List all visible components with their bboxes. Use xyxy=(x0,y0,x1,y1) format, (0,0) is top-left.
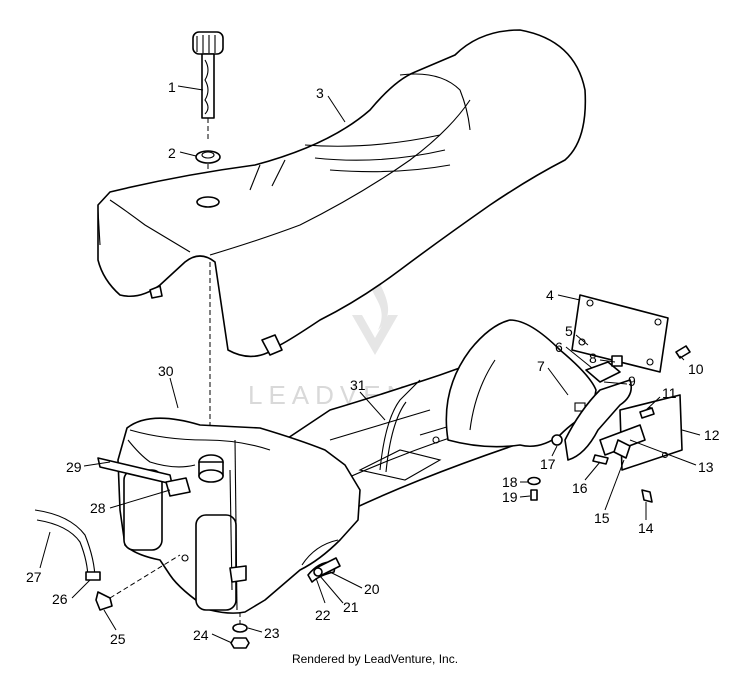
rear-bracket xyxy=(599,394,683,471)
tail-lamp-bracket xyxy=(564,355,633,461)
hardware-fasteners xyxy=(527,345,691,503)
washer-nut xyxy=(230,612,250,649)
callout-labels: 1 2 3 4 5 6 7 8 9 10 11 12 13 14 15 16 1… xyxy=(26,79,720,647)
callout-28: 28 xyxy=(90,500,106,516)
callout-25: 25 xyxy=(110,631,126,647)
callout-10: 10 xyxy=(688,361,704,377)
callout-1: 1 xyxy=(168,79,176,95)
footer-credit: Rendered by LeadVenture, Inc. xyxy=(291,652,459,666)
callout-7: 7 xyxy=(537,358,545,374)
callout-29: 29 xyxy=(66,459,82,475)
callout-19: 19 xyxy=(502,489,518,505)
callout-30: 30 xyxy=(158,363,174,379)
fuel-tank xyxy=(117,417,361,614)
callout-31: 31 xyxy=(350,377,366,393)
callout-4: 4 xyxy=(546,287,554,303)
callout-20: 20 xyxy=(364,581,380,597)
leader-lines xyxy=(39,85,701,644)
callout-8: 8 xyxy=(589,350,597,366)
callout-2: 2 xyxy=(168,145,176,161)
outlet-fitting xyxy=(313,557,341,577)
callout-13: 13 xyxy=(698,459,714,475)
plate-bracket xyxy=(571,294,669,373)
callout-27: 27 xyxy=(26,569,42,585)
callout-5: 5 xyxy=(565,323,573,339)
callout-21: 21 xyxy=(343,599,359,615)
callout-11: 11 xyxy=(662,385,677,401)
callout-6: 6 xyxy=(555,339,563,355)
callout-18: 18 xyxy=(502,474,518,490)
callout-14: 14 xyxy=(638,520,654,536)
callout-3: 3 xyxy=(316,85,324,101)
callout-23: 23 xyxy=(264,625,280,641)
rear-tunnel-cover xyxy=(445,319,597,448)
fuel-line xyxy=(34,509,181,611)
callout-24: 24 xyxy=(193,627,209,643)
callout-17: 17 xyxy=(540,456,556,472)
callout-9: 9 xyxy=(628,373,636,389)
callout-16: 16 xyxy=(572,480,588,496)
callout-26: 26 xyxy=(52,591,68,607)
tank-strap xyxy=(97,457,247,591)
callout-15: 15 xyxy=(594,510,610,526)
callout-22: 22 xyxy=(315,607,331,623)
fuel-cap-gauge xyxy=(192,31,224,140)
callout-12: 12 xyxy=(704,427,720,443)
seat xyxy=(97,29,587,358)
